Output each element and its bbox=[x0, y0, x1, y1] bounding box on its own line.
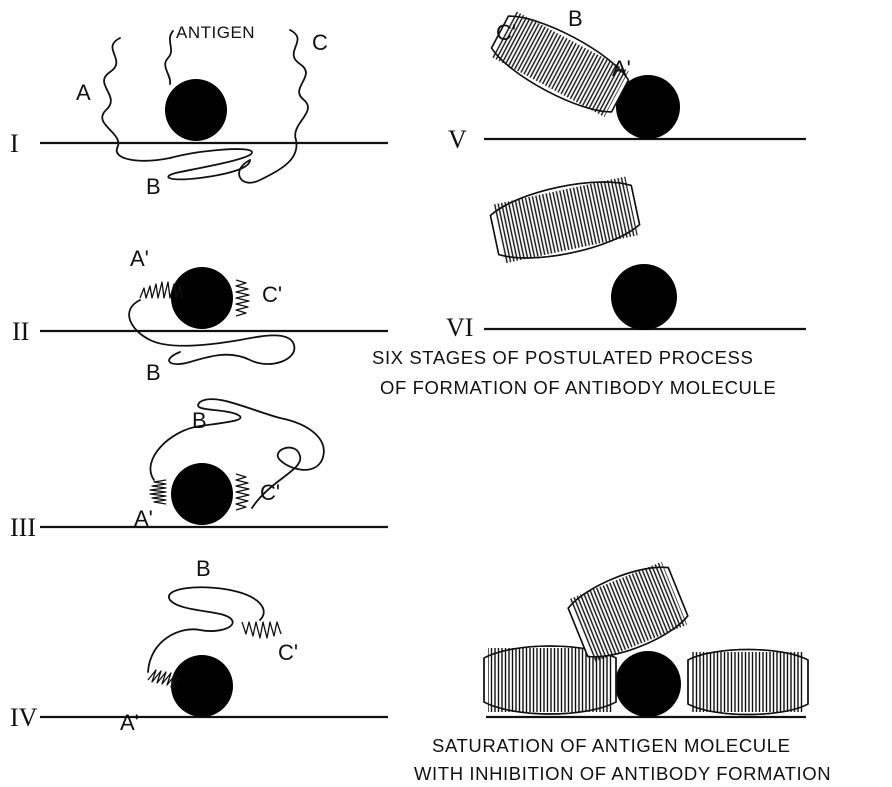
stage-1-label-b: B bbox=[146, 174, 161, 199]
stage-1-numeral: I bbox=[10, 129, 19, 158]
stage-1: I ANTIGEN A B C bbox=[10, 23, 388, 199]
stage-6-antibody-molecule bbox=[488, 172, 643, 267]
caption-stages-line-1: SIX STAGES OF POSTULATED PROCESS bbox=[372, 347, 753, 368]
stage-5-label-a: A' bbox=[612, 56, 631, 81]
stage-1-label-a: A bbox=[76, 80, 91, 105]
stage-2-numeral: II bbox=[12, 317, 29, 346]
stage-3-label-c: C' bbox=[260, 480, 280, 505]
stage-2-antigen bbox=[171, 267, 233, 329]
stage-3-label-b: B bbox=[192, 408, 207, 433]
saturation-figure bbox=[484, 558, 808, 717]
stage-5-label-b: B bbox=[568, 6, 583, 31]
caption-stages-line-2: OF FORMATION OF ANTIBODY MOLECULE bbox=[380, 377, 776, 398]
stage-3-label-a: A' bbox=[134, 506, 153, 531]
stage-3-fold-c bbox=[236, 474, 249, 510]
stage-4-label-a: A' bbox=[120, 710, 139, 735]
stage-6-antigen bbox=[611, 264, 677, 330]
stage-5-label-c: C' bbox=[496, 20, 516, 45]
stage-4-fold-c bbox=[242, 622, 281, 638]
stage-2: II A' B C' bbox=[12, 246, 388, 385]
stage-6-numeral: VI bbox=[446, 313, 473, 342]
stage-2-label-b: B bbox=[146, 360, 161, 385]
antigen-label: ANTIGEN bbox=[176, 23, 255, 42]
stage-4-numeral: IV bbox=[10, 703, 38, 732]
stage-2-label-a: A' bbox=[130, 246, 149, 271]
stage-4-label-c: C' bbox=[278, 640, 298, 665]
stage-3-fold-a bbox=[150, 480, 166, 504]
stage-4-label-b: B bbox=[196, 556, 211, 581]
stage-2-fold-c bbox=[236, 280, 249, 316]
caption-saturation-line-2: WITH INHIBITION OF ANTIBODY FORMATION bbox=[414, 763, 831, 784]
stage-6: VI bbox=[446, 172, 806, 342]
stage-5-numeral: V bbox=[448, 125, 467, 154]
stage-3-numeral: III bbox=[10, 513, 36, 542]
caption-saturation-line-1: SATURATION OF ANTIGEN MOLECULE bbox=[432, 735, 791, 756]
stage-2-label-c: C' bbox=[262, 282, 282, 307]
stage-3-antigen bbox=[171, 463, 233, 525]
stage-1-label-c: C bbox=[312, 30, 328, 55]
stage-1-antigen bbox=[165, 79, 227, 141]
stage-4: IV A' B C' bbox=[10, 556, 388, 735]
saturation-molecule-right bbox=[688, 650, 808, 715]
stage-3: III A' B C' bbox=[10, 399, 388, 542]
saturation-antigen bbox=[615, 651, 681, 717]
stage-5: V A' B C' bbox=[448, 6, 806, 154]
stage-1-chain-antigen-link bbox=[165, 31, 173, 84]
stage-4-antigen bbox=[171, 655, 233, 717]
